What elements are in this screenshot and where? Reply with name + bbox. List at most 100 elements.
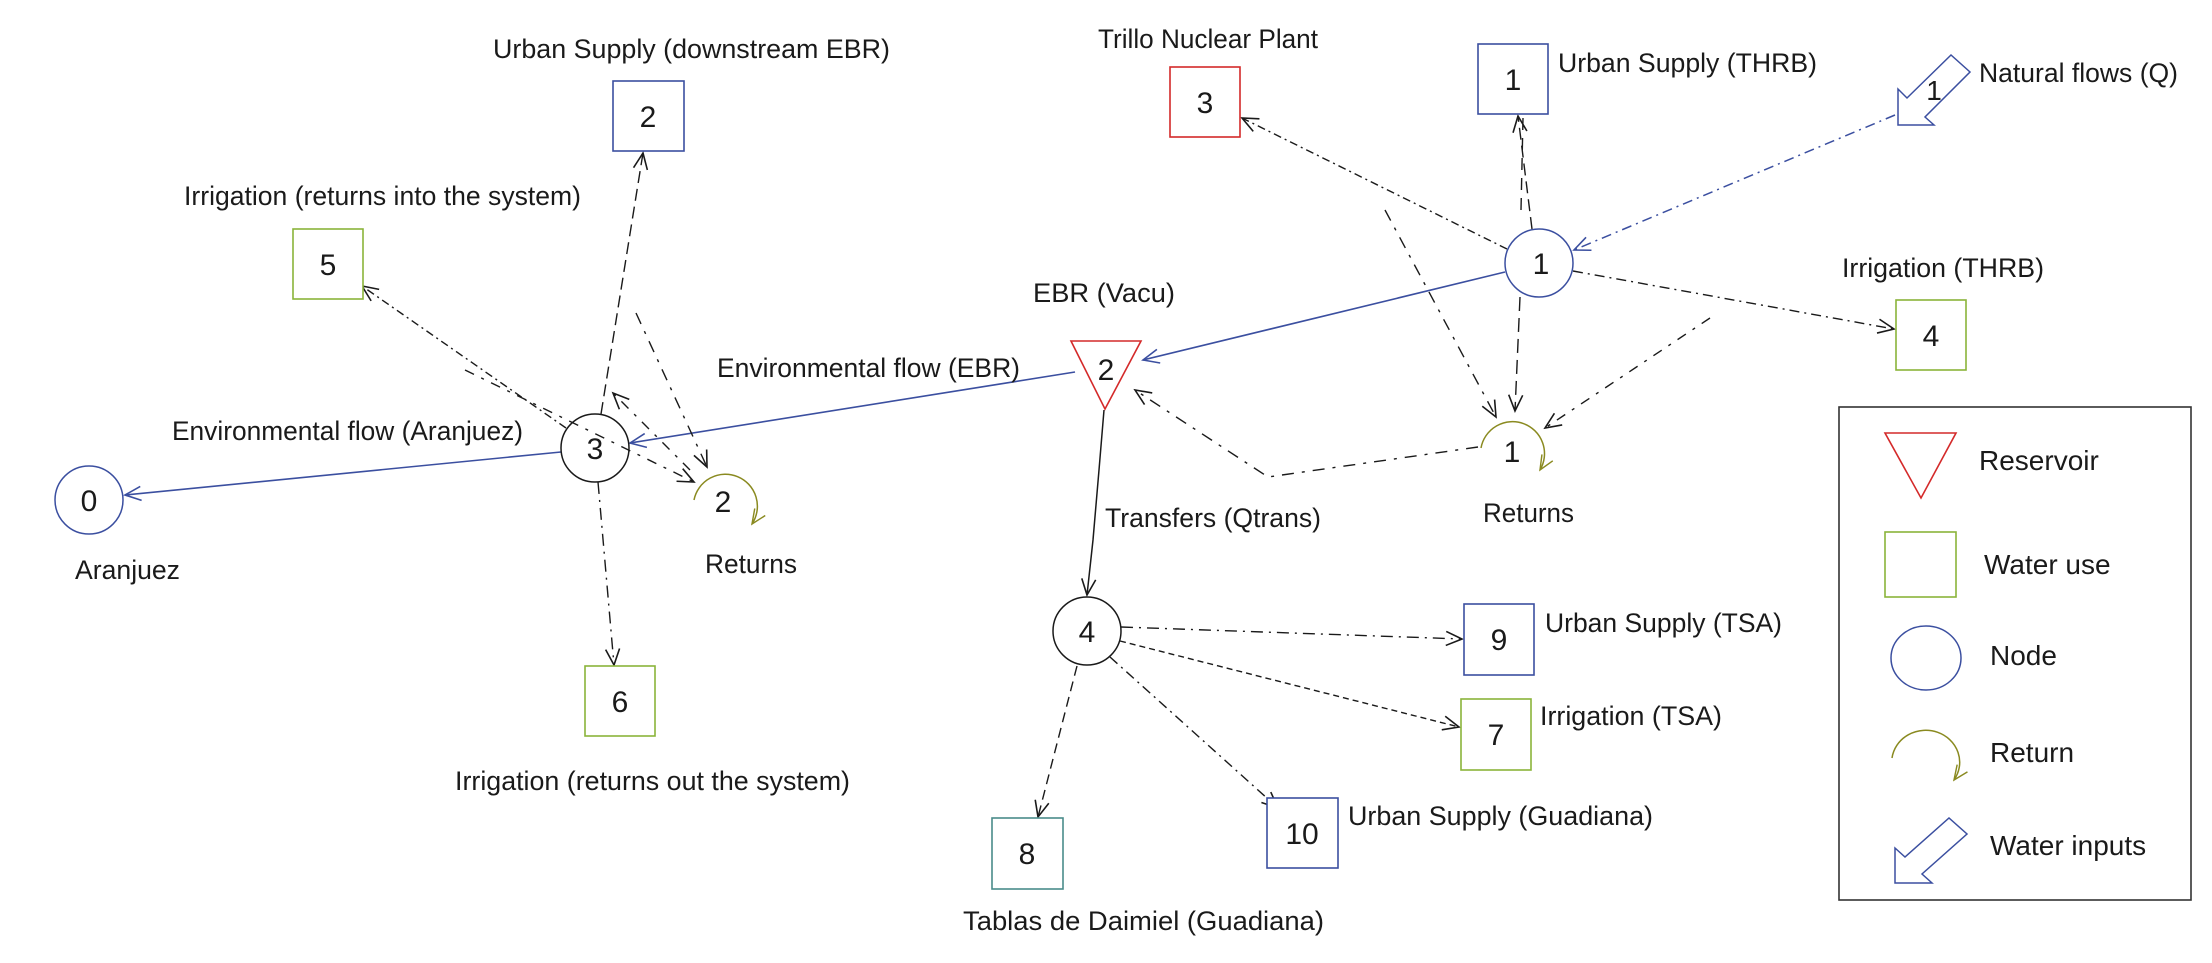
water-use-8-box [991,817,1064,890]
edges-layer [123,114,1896,819]
edge-node3-use6 [597,481,621,667]
label-returns-2: Returns [705,549,797,579]
edge-use1-return1 [1520,117,1524,211]
water-use-8[interactable]: 8 [991,817,1064,890]
water-use-6-number: 6 [612,686,629,719]
legend-return-icon [1891,729,1968,782]
label-urban-guadiana: Urban Supply (Guadiana) [1348,801,1653,831]
edge-node1-return1 [1507,296,1524,413]
return-2-arc [693,473,766,526]
edge-node1-use1 [1512,114,1533,230]
water-use-3[interactable]: 3 [1169,66,1241,138]
legend-item-return: Return [1891,729,2074,782]
water-input-1[interactable]: 1 [1897,53,1972,126]
water-use-1[interactable]: 1 [1477,43,1549,115]
label-env-flow-ebr: Environmental flow (EBR) [717,353,1020,383]
node-3-number: 3 [587,433,604,466]
node-1[interactable]: 1 [1504,228,1574,298]
legend-return-label: Return [1990,737,2074,768]
node-3[interactable]: 3 [560,413,630,483]
label-irrigation-returns-into: Irrigation (returns into the system) [184,181,581,211]
legend-item-water-inputs: Water inputs [1894,816,2146,884]
edge-reservoir2-node4 [1081,409,1105,597]
legend-node-icon [1890,625,1962,691]
edge-node3-use2 [600,151,649,415]
edge-use4-return1 [1543,317,1711,430]
water-use-4-box [1895,299,1967,371]
nodes-layer: 0 1 3 4 2 1 2 3 [54,43,1972,890]
label-irrigation-returns-out: Irrigation (returns out the system) [455,766,850,796]
water-use-5[interactable]: 5 [292,228,364,300]
water-use-4[interactable]: 4 [1895,299,1967,371]
edge-node3-node0 [123,451,562,502]
water-use-5-number: 5 [320,249,337,282]
edge-reservoir2-node3 [628,371,1076,449]
return-2-number: 2 [715,486,732,519]
legend-water-inputs-icon [1894,816,1969,884]
label-trillo: Trillo Nuclear Plant [1098,24,1318,54]
label-natural-flows: Natural flows (Q) [1979,58,2178,88]
node-0[interactable]: 0 [54,465,124,535]
edge-input1-node1 [1572,114,1896,252]
legend-water-use-label: Water use [1984,549,2111,580]
reservoir-2[interactable]: 2 [1069,340,1143,411]
node-0-circle [54,465,124,535]
water-use-7-number: 7 [1488,719,1505,752]
water-use-9-number: 9 [1491,624,1508,657]
water-input-arrow [1897,53,1972,126]
legend: Reservoir Water use Node Return Water in… [1838,406,2192,901]
label-irrigation-tsa: Irrigation (TSA) [1540,701,1722,731]
edge-return2-node3 [611,391,691,471]
water-use-1-number: 1 [1505,64,1522,97]
edge-use5-return2 [464,369,696,483]
legend-item-node: Node [1890,625,2057,691]
edge-node4-use9 [1120,626,1464,647]
water-use-10[interactable]: 10 [1266,797,1339,869]
reservoir-triangle [1069,340,1143,411]
water-use-4-number: 4 [1923,320,1940,353]
label-irrigation-thrb: Irrigation (THRB) [1842,253,2044,283]
water-use-9[interactable]: 9 [1463,603,1535,676]
water-use-6-box [584,665,656,737]
legend-node-label: Node [1990,640,2057,671]
node-4[interactable]: 4 [1052,596,1122,666]
label-tablas-daimiel: Tablas de Daimiel (Guadiana) [963,906,1324,936]
water-use-5-box [292,228,364,300]
legend-water-use-icon [1884,531,1957,598]
water-use-1-box [1477,43,1549,115]
edge-node4-use10 [1109,656,1280,810]
node-4-number: 4 [1079,616,1096,649]
node-1-circle [1504,228,1574,298]
labels-layer: Aranjuez EBR (Vacu) Urban Supply (THRB) … [75,24,2178,936]
water-use-2-number: 2 [640,101,657,134]
water-use-7-box [1460,698,1532,771]
label-returns-1: Returns [1483,498,1574,528]
water-use-10-box [1266,797,1339,869]
label-urban-thrb: Urban Supply (THRB) [1558,48,1817,78]
edge-return1-reservoir2 [1133,388,1479,478]
return-2[interactable]: 2 [693,473,766,526]
water-use-7[interactable]: 7 [1460,698,1532,771]
return-1[interactable]: 1 [1480,420,1554,472]
legend-reservoir-label: Reservoir [1979,445,2099,476]
edge-node1-use3 [1240,117,1508,250]
water-use-10-number: 10 [1285,818,1318,851]
edge-use2-return2 [635,312,708,469]
label-aranjuez: Aranjuez [75,555,180,585]
node-3-circle [560,413,630,483]
legend-water-inputs-label: Water inputs [1990,830,2146,861]
edge-node1-use4 [1572,270,1896,334]
node-1-number: 1 [1533,248,1550,281]
legend-reservoir-icon [1883,432,1958,500]
water-use-2[interactable]: 2 [612,80,685,152]
water-use-6[interactable]: 6 [584,665,656,737]
edge-node3-use5 [360,284,567,429]
legend-item-water-use: Water use [1884,531,2111,598]
edge-use3-return1 [1384,209,1497,419]
water-use-9-box [1463,603,1535,676]
water-use-3-box [1169,66,1241,138]
edge-node4-use8 [1034,665,1078,819]
legend-box [1838,406,2192,901]
label-transfers: Transfers (Qtrans) [1105,503,1321,533]
